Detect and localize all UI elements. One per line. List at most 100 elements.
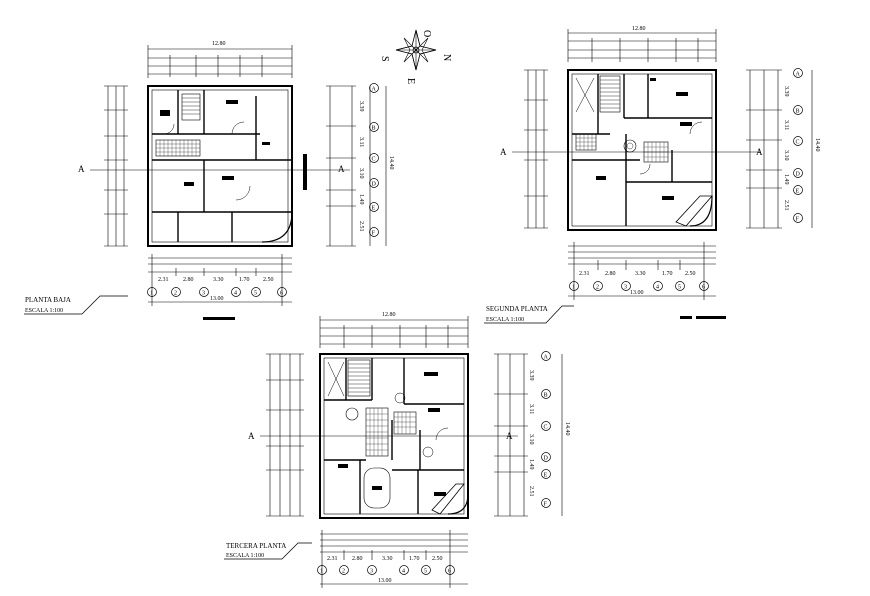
column-axis-bubbles: 1 2 3 4 5 6 <box>147 287 287 297</box>
col-axis-1: 1 <box>150 291 153 297</box>
right-dim-4: 1.49 <box>528 459 534 470</box>
bottom-dim-2: 2.80 <box>352 556 363 562</box>
col-axis-6: 6 <box>448 569 451 575</box>
plan-title-block: PLANTA BAJA ESCALA 1:100 <box>24 295 128 315</box>
row-axis-d: D <box>372 182 377 188</box>
top-width-label: 12.80 <box>382 312 396 318</box>
col-axis-4: 4 <box>402 569 405 575</box>
compass-o-label: O <box>421 30 432 37</box>
col-axis-2: 2 <box>342 569 345 575</box>
col-axis-4: 4 <box>234 291 237 297</box>
section-line-a: A A <box>500 147 763 157</box>
plan-title: SEGUNDA PLANTA <box>486 305 548 313</box>
bottom-dim-4: 1.70 <box>239 277 250 283</box>
row-axis-e: E <box>796 189 800 195</box>
col-axis-5: 5 <box>424 569 427 575</box>
row-axis-f: F <box>796 217 800 223</box>
section-mark-right: A <box>506 431 513 441</box>
col-axis-1: 1 <box>572 285 575 291</box>
right-dim-1: 3.39 <box>783 86 789 97</box>
bottom-dim-5: 2.50 <box>263 277 274 283</box>
row-axis-bubbles: A B C D E F <box>793 68 803 223</box>
right-dim-1: 3.39 <box>358 101 364 112</box>
right-dim-2: 3.11 <box>783 120 789 130</box>
building-walls <box>567 69 717 231</box>
row-axis-e: E <box>544 473 548 479</box>
bottom-dim-3: 3.30 <box>635 271 646 277</box>
row-axis-d: D <box>544 456 549 462</box>
bottom-dim-4: 1.70 <box>662 271 673 277</box>
row-axis-a: A <box>796 72 801 78</box>
left-dimension-chains <box>266 353 304 517</box>
bottom-dimension-chains <box>568 242 716 300</box>
right-total: 14.40 <box>814 138 820 152</box>
compass-s-label: S <box>379 56 390 62</box>
row-axis-a: A <box>372 87 377 93</box>
col-axis-6: 6 <box>702 285 705 291</box>
bottom-total: 13.00 <box>378 578 392 584</box>
plan-scale: ESCALA 1:100 <box>226 553 264 559</box>
right-dim-2: 3.11 <box>358 137 364 147</box>
column-axis-bubbles: 1 2 3 4 5 6 <box>317 565 455 575</box>
row-axis-b: B <box>796 109 800 115</box>
building-walls <box>147 85 293 247</box>
bottom-dim-1: 2.31 <box>158 277 169 283</box>
top-width-label: 12.80 <box>632 26 646 32</box>
right-dim-3: 3.10 <box>528 434 534 445</box>
row-axis-e: E <box>372 206 376 212</box>
top-dimension-chains <box>567 29 717 62</box>
bottom-dim-4: 1.70 <box>409 556 420 562</box>
col-axis-3: 3 <box>202 291 205 297</box>
section-mark-right: A <box>756 147 763 157</box>
col-axis-2: 2 <box>596 285 599 291</box>
compass-e-label: E <box>405 78 416 84</box>
plan-title-block: SEGUNDA PLANTA ESCALA 1:100 <box>484 305 574 324</box>
section-mark-left: A <box>78 164 85 174</box>
row-axis-bubbles: A B C D E F <box>369 83 379 237</box>
plan-scale: ESCALA 1:100 <box>486 317 524 323</box>
bottom-dim-3: 3.30 <box>382 556 393 562</box>
section-mark-right: A <box>338 164 345 174</box>
bottom-dim-5: 2.50 <box>685 271 696 277</box>
col-axis-3: 3 <box>624 285 627 291</box>
col-axis-5: 5 <box>254 291 257 297</box>
left-dimension-chains <box>104 85 128 247</box>
right-dimension-chains <box>494 353 563 517</box>
section-mark-left: A <box>248 431 255 441</box>
left-dimension-chains <box>524 69 548 229</box>
col-axis-1: 1 <box>320 569 323 575</box>
col-axis-4: 4 <box>656 285 659 291</box>
right-dim-5: 2.51 <box>783 200 789 211</box>
top-dimension-chains <box>319 316 469 348</box>
right-dimension-chains <box>746 69 813 229</box>
bottom-dim-3: 3.30 <box>213 277 224 283</box>
bottom-dim-1: 2.31 <box>579 271 590 277</box>
right-dim-1: 3.39 <box>528 370 534 381</box>
row-axis-f: F <box>544 502 548 508</box>
row-axis-c: C <box>372 157 376 163</box>
bottom-dim-1: 2.31 <box>327 556 338 562</box>
plan-title-block: TERCERA PLANTA ESCALA 1:100 <box>224 542 312 560</box>
row-axis-f: F <box>372 231 376 237</box>
col-axis-2: 2 <box>174 291 177 297</box>
section-mark-left: A <box>500 147 507 157</box>
row-axis-bubbles: A B C D E F <box>541 351 551 508</box>
col-axis-5: 5 <box>678 285 681 291</box>
compass-n-label: N <box>441 54 452 61</box>
plan-title: TERCERA PLANTA <box>226 542 286 550</box>
row-axis-c: C <box>796 140 800 146</box>
bottom-dim-2: 2.80 <box>605 271 616 277</box>
right-dim-3: 3.10 <box>783 150 789 161</box>
row-axis-c: C <box>544 425 548 431</box>
plan-tercera-planta: 12.80 <box>224 312 570 588</box>
right-dimension-chains <box>326 85 387 247</box>
right-dim-5: 2.51 <box>528 486 534 497</box>
plan-segunda-planta: 12.80 <box>484 26 820 324</box>
right-dim-4: 1.49 <box>358 194 364 205</box>
plan-title: PLANTA BAJA <box>25 296 71 304</box>
plan-planta-baja: 12.80 <box>24 41 394 320</box>
section-line-a: A A <box>78 164 350 174</box>
row-axis-a: A <box>544 355 549 361</box>
top-dimension-chains <box>147 45 293 78</box>
